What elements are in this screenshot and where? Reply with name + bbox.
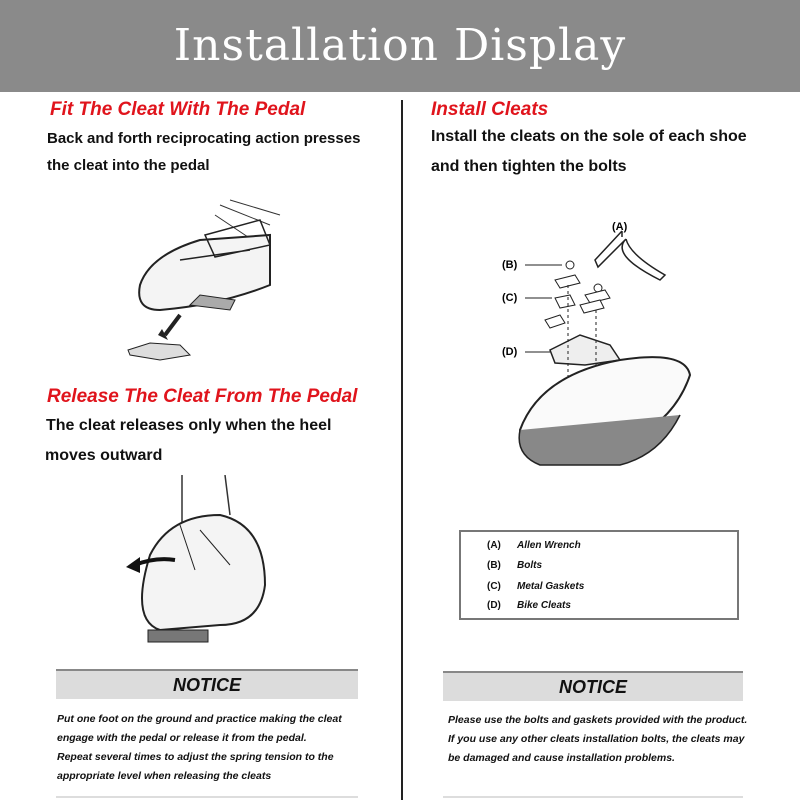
legend-item: (B)Bolts: [487, 560, 542, 571]
right-notice-line: Please use the bolts and gaskets provide…: [448, 714, 748, 726]
install-desc-2: and then tighten the bolts: [431, 158, 627, 175]
legend-item: (D)Bike Cleats: [487, 600, 571, 611]
right-notice-line: If you use any other cleats installation…: [448, 733, 745, 745]
fit-heading: Fit The Cleat With The Pedal: [50, 99, 306, 120]
install-cleats-diagram: [518, 230, 692, 466]
parts-legend: (A)Allen Wrench (B)Bolts (C)Metal Gasket…: [459, 530, 739, 620]
right-notice-title: NOTICE: [443, 671, 743, 701]
right-notice-bottom-rule: [443, 796, 743, 798]
fit-cleat-illustration: [127, 199, 281, 361]
left-notice-line: Put one foot on the ground and practice …: [57, 713, 342, 725]
column-divider: [401, 100, 403, 800]
right-notice-line: be damaged and cause installation proble…: [448, 752, 675, 764]
label-c: (C): [502, 292, 518, 304]
left-notice-line: engage with the pedal or release it from…: [57, 732, 307, 744]
install-desc-1: Install the cleats on the sole of each s…: [431, 128, 747, 145]
release-desc-2: moves outward: [45, 447, 163, 464]
left-notice-line: Repeat several times to adjust the sprin…: [57, 751, 334, 763]
release-heading: Release The Cleat From The Pedal: [47, 386, 358, 407]
left-notice-bottom-rule: [56, 796, 358, 798]
label-a: (A): [612, 221, 628, 233]
release-desc-1: The cleat releases only when the heel: [46, 417, 332, 434]
release-cleat-illustration: [126, 475, 267, 643]
install-heading: Install Cleats: [431, 99, 549, 120]
left-notice-line: appropriate level when releasing the cle…: [57, 770, 272, 782]
banner-title: Installation Display: [0, 0, 800, 92]
label-b: (B): [502, 259, 518, 271]
left-notice-title: NOTICE: [56, 669, 358, 699]
legend-item: (A)Allen Wrench: [487, 540, 581, 551]
fit-desc-2: the cleat into the pedal: [47, 157, 210, 174]
fit-desc-1: Back and forth reciprocating action pres…: [47, 130, 361, 147]
legend-item: (C)Metal Gaskets: [487, 581, 585, 592]
label-d: (D): [502, 346, 518, 358]
